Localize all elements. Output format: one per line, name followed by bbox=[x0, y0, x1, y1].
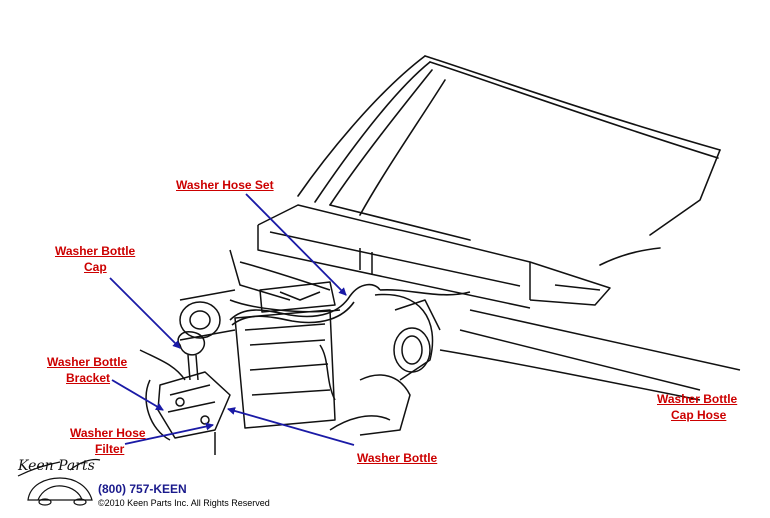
cowl-drawing bbox=[229, 204, 741, 401]
washer-bottle-cap-link-line1[interactable]: Washer Bottle bbox=[55, 244, 136, 258]
washer-hose-filter-link-line1[interactable]: Washer Hose bbox=[70, 426, 146, 440]
hood-drawing bbox=[297, 55, 721, 266]
washer-bottle-bracket-link-line1[interactable]: Washer Bottle bbox=[47, 355, 128, 369]
washer-bottle-link[interactable]: Washer Bottle bbox=[357, 451, 438, 465]
washer-bottle-cap-hose-link-line1[interactable]: Washer Bottle bbox=[657, 392, 738, 406]
washer-bottle-cap-link-line2[interactable]: Cap bbox=[84, 260, 107, 274]
washer-hose-filter-link-line2[interactable]: Filter bbox=[95, 442, 125, 456]
bracket-drawing bbox=[139, 331, 231, 455]
engine-components bbox=[179, 281, 441, 436]
logo-text: Keen Parts bbox=[17, 458, 95, 474]
phone-number: (800) 757-KEEN bbox=[98, 482, 187, 496]
washer-hose-drawing bbox=[229, 283, 471, 326]
keen-parts-logo bbox=[17, 458, 101, 506]
washer-bottle-bracket-link-line2[interactable]: Bracket bbox=[66, 371, 111, 385]
copyright-text: ©2010 Keen Parts Inc. All Rights Reserve… bbox=[98, 498, 270, 508]
leader-arrows bbox=[109, 193, 355, 446]
washer-bottle-cap-hose-link-line2[interactable]: Cap Hose bbox=[671, 408, 727, 422]
washer-hose-set-link[interactable]: Washer Hose Set bbox=[176, 178, 274, 192]
